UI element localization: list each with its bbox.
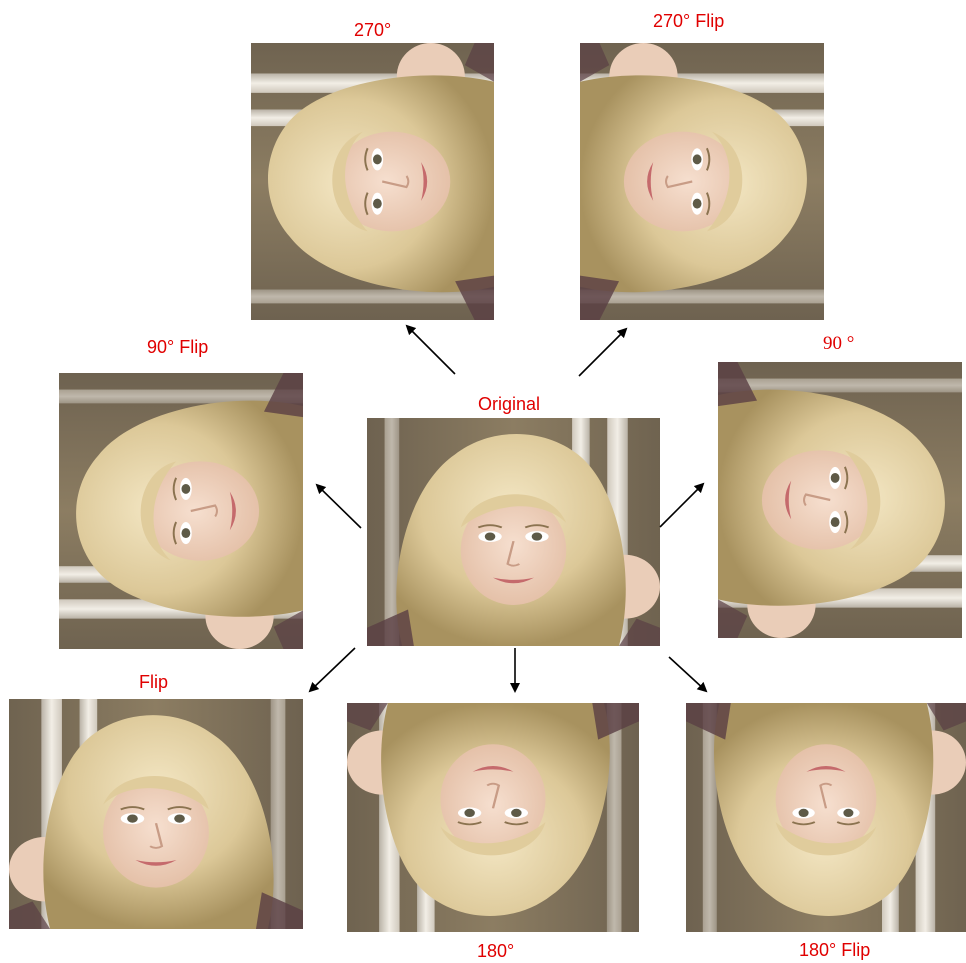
arrow-to-180-flip [668, 656, 708, 693]
arrow-to-270 [405, 324, 456, 375]
arrow-to-90-flip [315, 483, 362, 529]
label-90: 90 ° [823, 333, 855, 354]
label-flip: Flip [139, 672, 169, 692]
label-180: 180° [477, 941, 515, 961]
image-flip [9, 699, 303, 929]
image-180-flip [686, 703, 966, 932]
image-90 [718, 362, 962, 638]
image-180 [347, 703, 639, 932]
label-180-flip: 180° Flip [799, 940, 871, 960]
image-270-flip [580, 43, 824, 320]
label-original: Original [478, 394, 541, 414]
label-270: 270° [354, 20, 392, 40]
label-90-flip: 90° Flip [147, 337, 209, 357]
image-original [367, 418, 660, 646]
arrow-to-90 [659, 482, 705, 528]
arrow-to-270-flip [578, 327, 628, 377]
image-270 [251, 43, 494, 320]
image-90-flip [59, 373, 303, 649]
label-270-flip: 270° Flip [653, 11, 725, 31]
arrow-to-flip [308, 647, 356, 693]
